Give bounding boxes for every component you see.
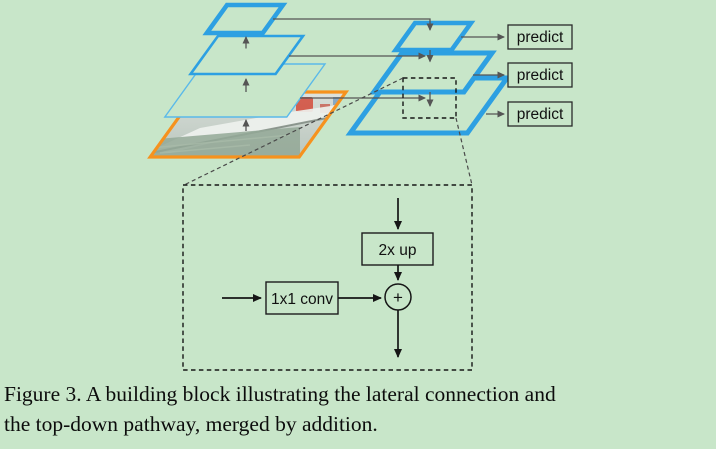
building-block-frame — [182, 184, 473, 371]
lateral-arrow-top — [273, 18, 434, 31]
upsample-label: 2x up — [379, 242, 417, 259]
predict-label-3: predict — [517, 106, 564, 123]
topdown-level1-feature-map — [391, 20, 476, 53]
zoom-connector-left — [183, 77, 404, 186]
predict-box-3 — [507, 101, 573, 127]
zoom-source-square — [402, 77, 457, 119]
caption-line-2: the top-down pathway, merged by addition… — [4, 411, 378, 436]
bottomup-level2-feature-map — [188, 34, 306, 76]
zoom-connector-right — [455, 117, 473, 186]
bottomup-level3-feature-map — [202, 2, 288, 36]
add-circle — [384, 283, 412, 311]
predict-label-1: predict — [517, 29, 564, 46]
predict-box-2 — [507, 62, 573, 88]
zoom-callout — [182, 77, 473, 371]
predict-box-1 — [507, 24, 573, 50]
upsample-box — [361, 232, 434, 266]
figure-caption: Figure 3. A building block illustrating … — [4, 380, 716, 439]
predict-label-2: predict — [517, 67, 564, 84]
caption-line-1: Figure 3. A building block illustrating … — [4, 382, 556, 406]
fpn-figure-svg: predict predict predict 2x up 1x1 conv — [147, 2, 573, 371]
add-label: + — [393, 288, 403, 307]
building-block-inset: 2x up 1x1 conv + — [222, 198, 434, 358]
predict-heads: predict predict predict — [461, 24, 573, 127]
conv-label: 1x1 conv — [271, 291, 333, 308]
bottom-up-pyramid — [147, 2, 350, 159]
